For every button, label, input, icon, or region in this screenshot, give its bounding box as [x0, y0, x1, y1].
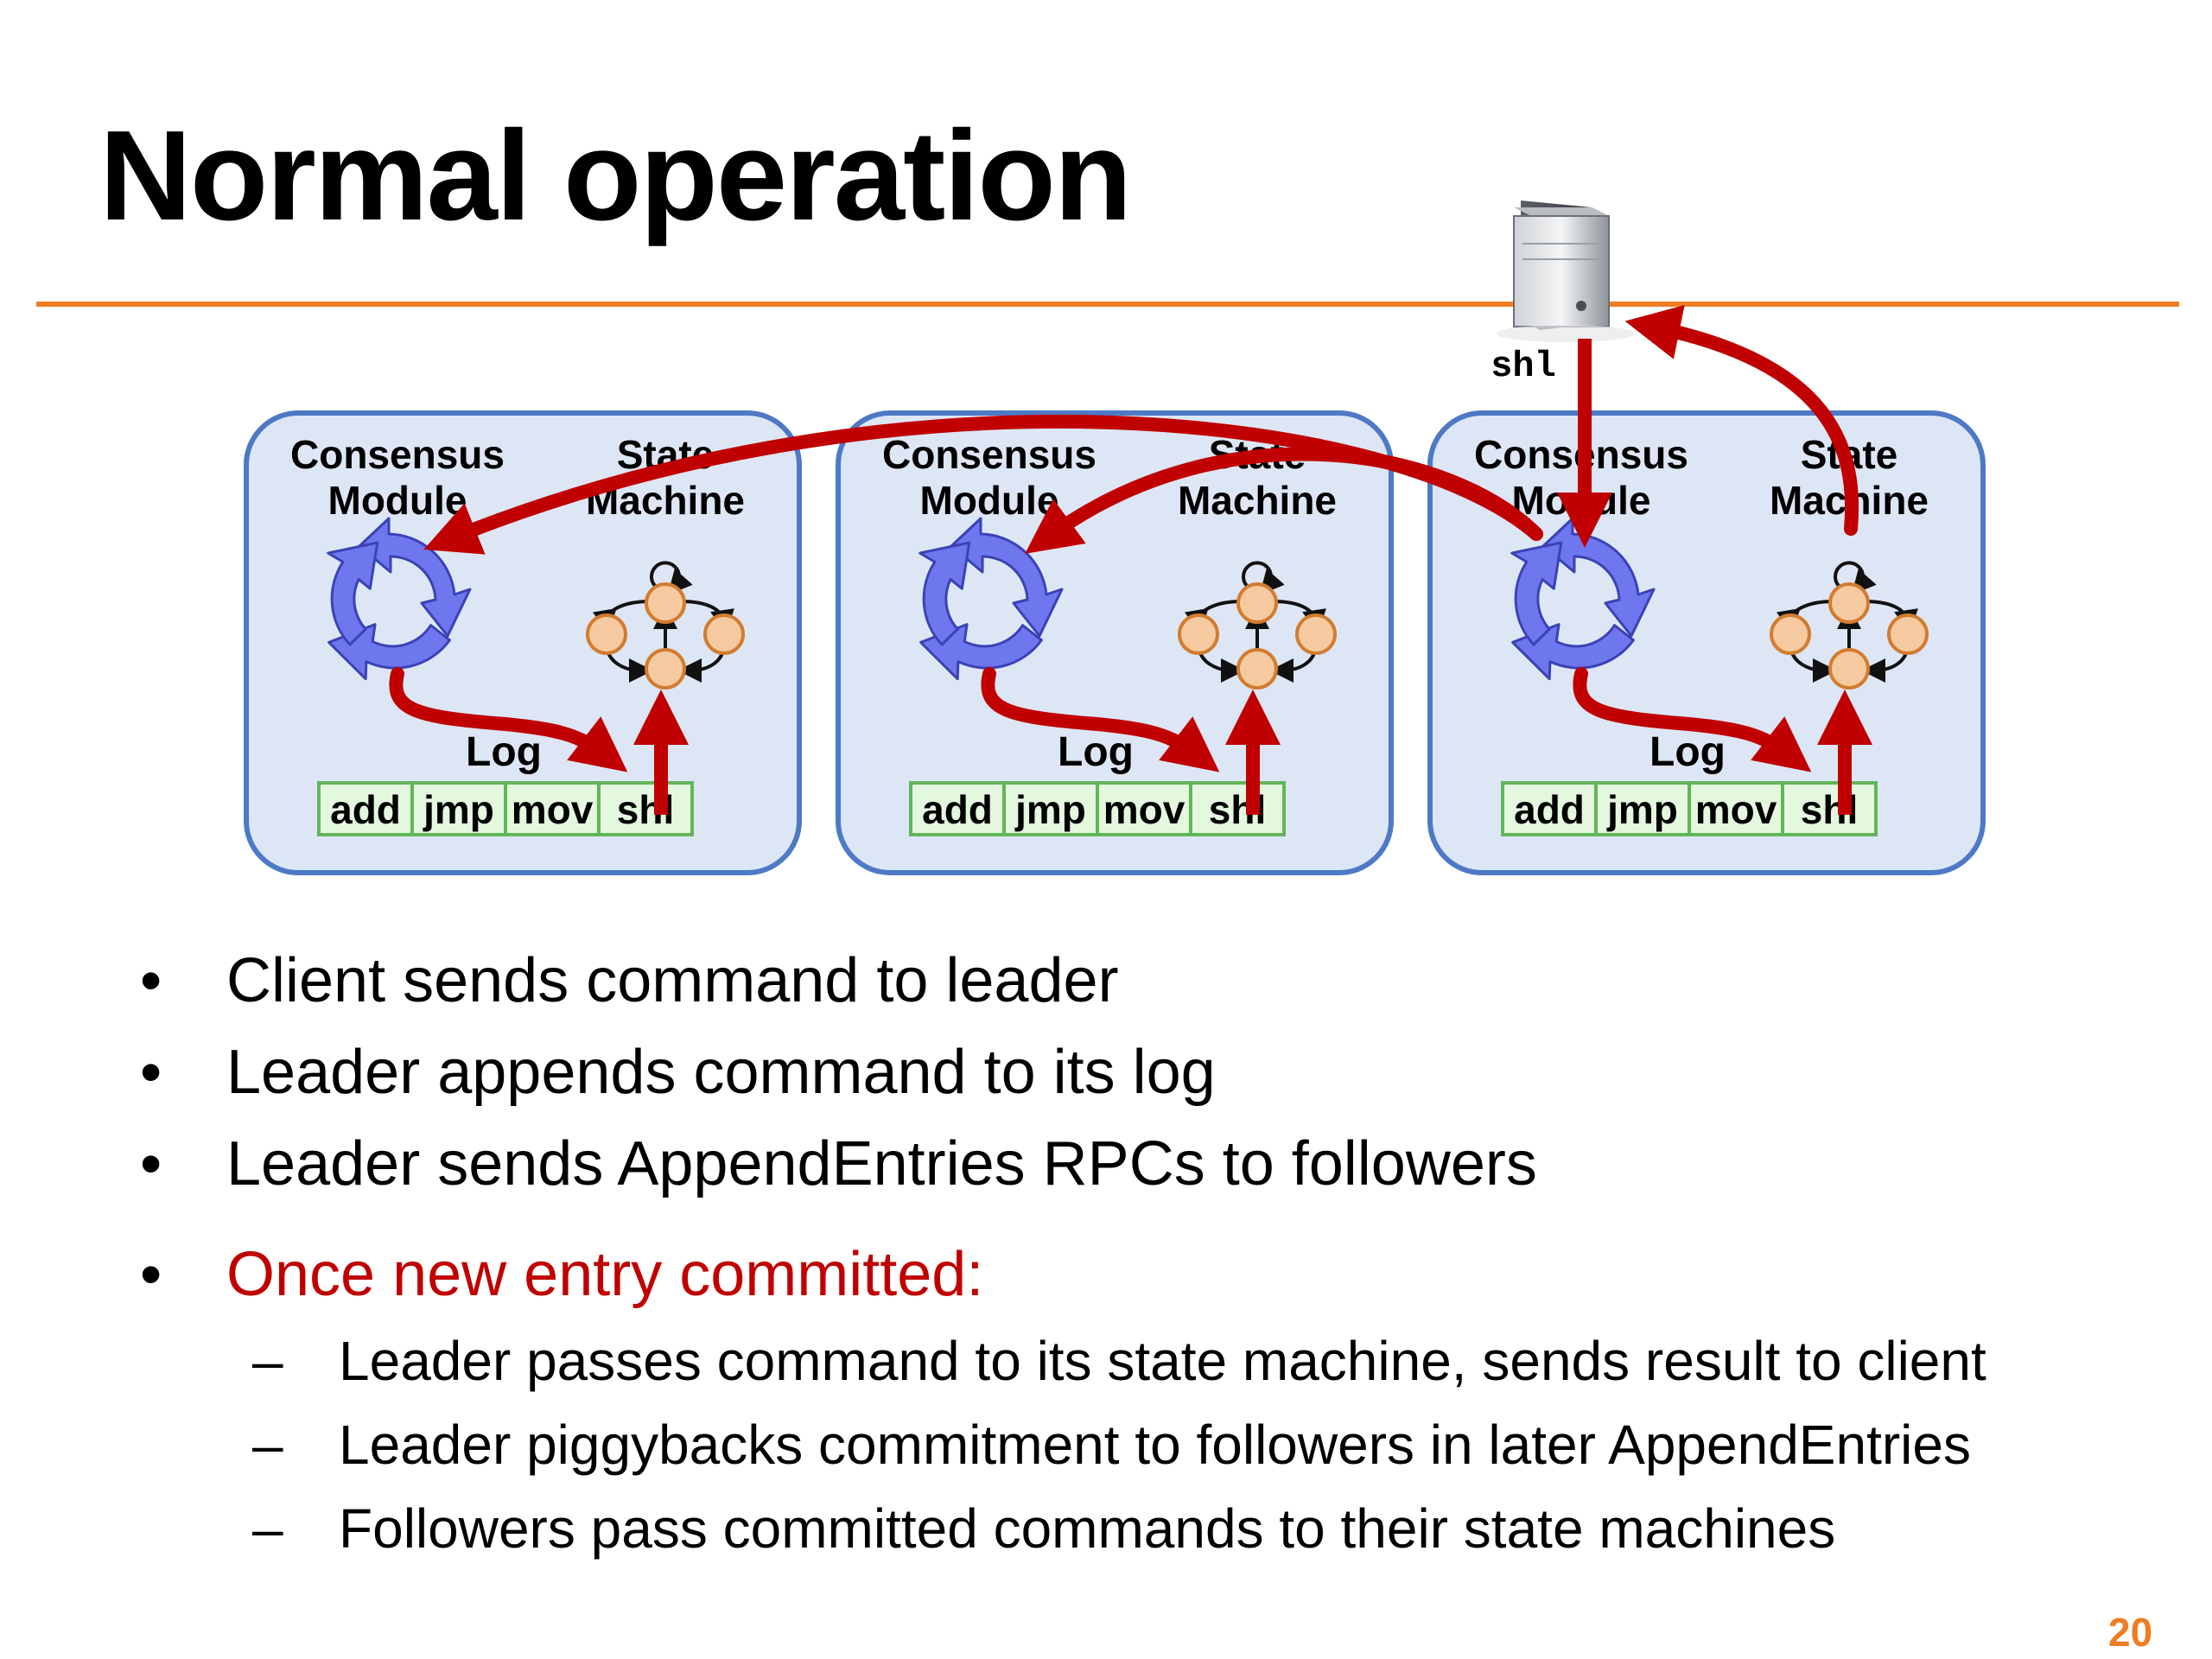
sub-bullet-marker: – — [252, 1497, 283, 1560]
log-label: Log — [466, 729, 542, 775]
sub-bullet-text: Leader piggybacks commitment to follower… — [339, 1414, 1971, 1476]
sub-bullet-text: Followers pass committed commands to the… — [339, 1497, 1836, 1560]
title-divider — [36, 302, 2179, 307]
log-entry: jmp — [1606, 787, 1678, 832]
bullet-marker: • — [140, 946, 162, 1015]
sub-bullet-marker: – — [252, 1414, 283, 1476]
bullet-item: • Leader appends command to its log — [140, 1037, 1216, 1108]
log-entries: add jmp mov shl — [317, 781, 694, 836]
append-to-log-arrow — [389, 667, 628, 772]
client-response-arrow — [1624, 304, 1859, 536]
bullet-item-highlight: • Once new entry committed: — [140, 1239, 984, 1310]
log-entry: jmp — [423, 787, 494, 832]
server-box-2: Consensus Module State Machine Log add j… — [836, 410, 1394, 875]
sub-bullet-item: – Leader passes command to its state mac… — [252, 1329, 1986, 1393]
bullet-marker: • — [140, 1038, 162, 1107]
bullet-text: Once new entry committed: — [226, 1240, 984, 1309]
bullet-marker: • — [140, 1240, 162, 1309]
sub-bullet-marker: – — [252, 1330, 283, 1392]
bullet-text: Leader appends command to its log — [226, 1038, 1216, 1107]
bullet-marker: • — [140, 1129, 162, 1198]
consensus-label-line1: Consensus — [882, 432, 1096, 477]
log-entry: mov — [1695, 787, 1777, 832]
bullet-text: Client sends command to leader — [226, 946, 1119, 1015]
state-machine-label-line2: Machine — [1178, 478, 1337, 523]
log-entry: mov — [1103, 787, 1185, 832]
log-label: Log — [1649, 729, 1726, 775]
bullet-item: • Leader sends AppendEntries RPCs to fol… — [140, 1128, 1537, 1199]
bullet-text: Leader sends AppendEntries RPCs to follo… — [226, 1129, 1537, 1198]
log-entry: add — [1514, 787, 1585, 832]
server-box-1: Consensus Module State Machine Log add j… — [244, 410, 802, 875]
sub-bullet-text: Leader passes command to its state machi… — [339, 1330, 1986, 1392]
page-number: 20 — [2108, 1610, 2153, 1655]
bullet-item: • Client sends command to leader — [140, 945, 1119, 1016]
log-entry: add — [922, 787, 993, 832]
append-entries-to-follower-2 — [1025, 447, 1543, 554]
log-entry: mov — [512, 787, 594, 832]
consensus-label-line1: Consensus — [290, 432, 505, 477]
append-to-log-arrow — [1573, 667, 1812, 772]
log-entry: jmp — [1014, 787, 1086, 832]
log-label: Log — [1058, 729, 1134, 775]
slide-title: Normal operation — [99, 105, 1132, 247]
log-entry: add — [330, 787, 401, 832]
client-server-icon — [1497, 200, 1635, 342]
sub-bullet-item: – Leader piggybacks commitment to follow… — [252, 1413, 1971, 1477]
append-to-log-arrow — [981, 667, 1220, 772]
log-entries: add jmp mov shl — [909, 781, 1286, 836]
sub-bullet-item: – Followers pass committed commands to t… — [252, 1497, 1836, 1560]
client-command-label: shl — [1491, 346, 1556, 387]
